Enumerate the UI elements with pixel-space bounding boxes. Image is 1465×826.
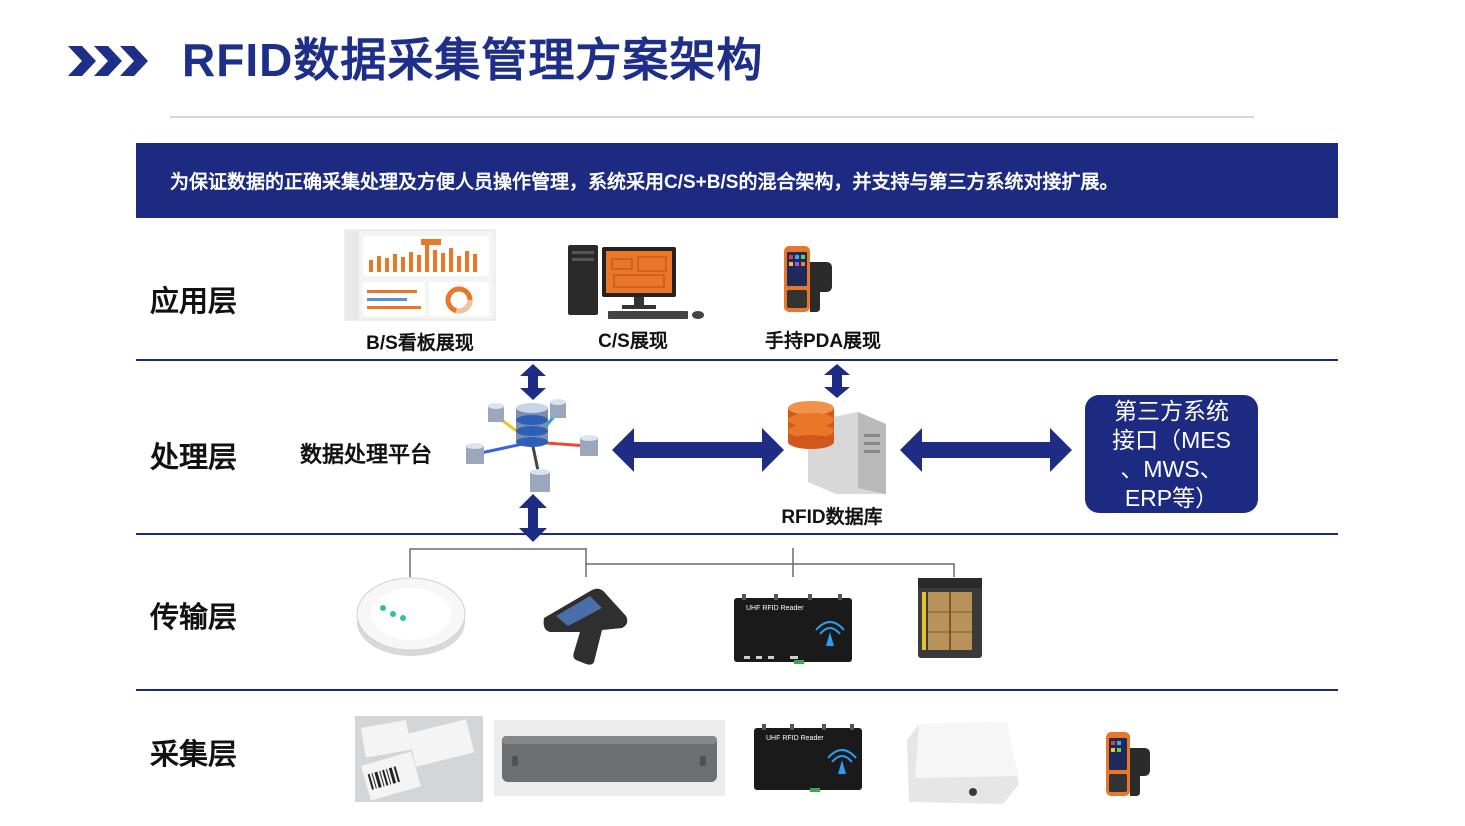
chevron-arrows-icon xyxy=(68,46,148,76)
bs-dashboard-caption: B/S看板展现 xyxy=(366,333,474,354)
layer-divider xyxy=(136,689,1338,691)
horizontal-double-arrow-icon xyxy=(900,428,1072,472)
layer-divider xyxy=(136,359,1338,361)
banner-text: 为保证数据的正确采集处理及方便人员操作管理，系统采用C/S+B/S的混合架构，并… xyxy=(170,172,1119,193)
horizontal-double-arrow-icon xyxy=(612,428,784,472)
vertical-double-arrow-icon xyxy=(520,364,546,400)
handheld-rfid-reader-icon xyxy=(543,588,628,665)
third-party-line: 第三方系统 xyxy=(1114,398,1229,424)
processing-layer-label: 处理层 xyxy=(150,442,238,474)
application-layer-label: 应用层 xyxy=(150,286,238,318)
connection-tree-lines xyxy=(409,548,955,577)
wireless-access-point-icon xyxy=(356,577,466,656)
database-cylinder-icon xyxy=(516,403,548,447)
third-party-line: 、MWS、 xyxy=(1120,456,1223,482)
pda-display-caption: 手持PDA展现 xyxy=(764,331,882,352)
rfid-antenna-bar-icon xyxy=(494,720,725,796)
transport-layer-label: 传输层 xyxy=(150,602,238,634)
title-divider xyxy=(170,116,1254,118)
rfid-labels-icon xyxy=(355,716,483,802)
cs-display-caption: C/S展现 xyxy=(598,331,668,352)
reader-label-text: UHF RFID Reader xyxy=(766,735,824,742)
page-title: RFID数据采集管理方案架构 xyxy=(182,34,764,86)
layer-divider xyxy=(136,533,1338,535)
rfid-channel-gate-icon xyxy=(918,578,982,658)
reader-label-text: UHF RFID Reader xyxy=(746,605,804,612)
data-processing-platform-label: 数据处理平台 xyxy=(300,442,433,467)
vertical-double-arrow-icon xyxy=(824,364,850,398)
dashboard-screenshot-icon xyxy=(344,229,496,321)
third-party-line: 接口（MES xyxy=(1112,427,1231,453)
vertical-double-arrow-icon xyxy=(519,494,547,542)
third-party-line: ERP等） xyxy=(1124,485,1219,511)
rfid-panel-antenna-icon xyxy=(907,722,1019,804)
rfid-database-caption: RFID数据库 xyxy=(781,507,883,528)
collection-layer-label: 采集层 xyxy=(150,739,238,771)
data-platform-network-icon xyxy=(466,399,598,492)
desktop-computer-icon xyxy=(568,245,704,319)
uhf-rfid-reader-icon: UHF RFID Reader xyxy=(754,724,862,792)
handheld-pda-icon xyxy=(784,246,832,312)
rfid-database-server-icon xyxy=(788,401,886,494)
third-party-interface-box: 第三方系统 接口（MES 、MWS、 ERP等） xyxy=(1085,395,1258,513)
handheld-pda-icon xyxy=(1106,732,1150,796)
uhf-rfid-reader-icon: UHF RFID Reader xyxy=(734,594,852,664)
summary-banner: 为保证数据的正确采集处理及方便人员操作管理，系统采用C/S+B/S的混合架构，并… xyxy=(136,143,1338,218)
